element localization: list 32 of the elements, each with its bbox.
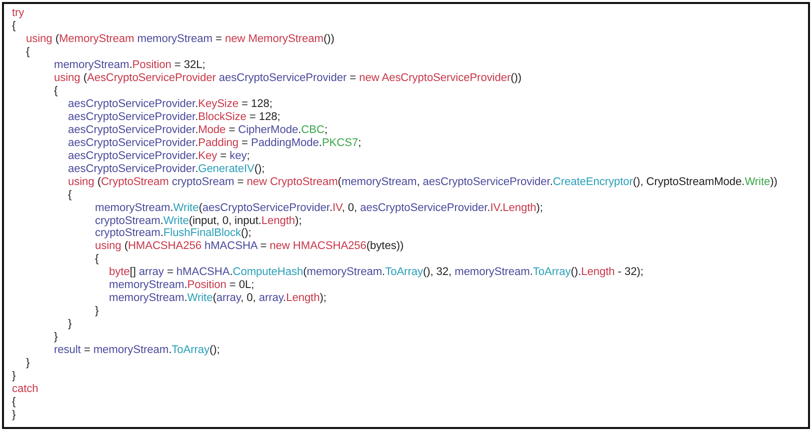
code-line: } xyxy=(54,331,58,344)
code-line: memoryStream.Position = 32L; xyxy=(54,58,206,72)
code-line: aesCryptoServiceProvider.Padding = PaddingMode.PKCS7; xyxy=(68,136,362,150)
code-line: aesCryptoServiceProvider.Key = key; xyxy=(68,150,250,163)
code-line: try xyxy=(12,7,24,20)
code-line: result = memoryStream.ToArray(); xyxy=(54,344,220,358)
code-line: { xyxy=(95,253,99,266)
code-line: } xyxy=(68,318,72,332)
code-line: } xyxy=(26,357,30,370)
code-line: { xyxy=(12,396,16,410)
code-line: { xyxy=(12,20,16,33)
code-line: } xyxy=(12,409,16,422)
code-line: { xyxy=(26,46,30,59)
code-line: } xyxy=(95,305,99,318)
code-line: using (CryptoStream cryptoSream = new CryptoStream(memoryStream, aesCryptoServiceProvider.CreateEncryptor(), CryptoStreamMode.Write)) xyxy=(68,176,778,189)
code-line: using (HMACSHA256 hMACSHA = new HMACSHA256(bytes)) xyxy=(95,240,404,254)
code-line: cryptoStream.Write(input, 0, input.Length); xyxy=(95,214,302,228)
code-line: byte[] array = hMACSHA.ComputeHash(memoryStream.ToArray(), 32, memoryStream.ToArray().Length - 32); xyxy=(109,266,644,280)
code-line: using (AesCryptoServiceProvider aesCryptoServiceProvider = new AesCryptoServiceProvider()) xyxy=(54,72,522,85)
code-line: aesCryptoServiceProvider.GenerateIV(); xyxy=(68,162,265,176)
code-line: } xyxy=(12,370,16,384)
code-line: memoryStream.Position = 0L; xyxy=(109,279,254,292)
code-line: using (MemoryStream memoryStream = new MemoryStream()) xyxy=(26,32,334,46)
code-line: { xyxy=(54,84,58,98)
code-line: memoryStream.Write(aesCryptoServiceProvider.IV, 0, aesCryptoServiceProvider.IV.Length); xyxy=(95,202,543,215)
code-line: { xyxy=(68,188,72,202)
code-line: cryptoStream.FlushFinalBlock(); xyxy=(95,227,252,240)
code-line: memoryStream.Write(array, 0, array.Length); xyxy=(109,292,326,306)
code-line: aesCryptoServiceProvider.Mode = CipherMode.CBC; xyxy=(68,124,328,137)
code-line: aesCryptoServiceProvider.KeySize = 128; xyxy=(68,98,272,111)
code-line: aesCryptoServiceProvider.BlockSize = 128; xyxy=(68,110,280,124)
code-line: catch xyxy=(12,383,38,396)
